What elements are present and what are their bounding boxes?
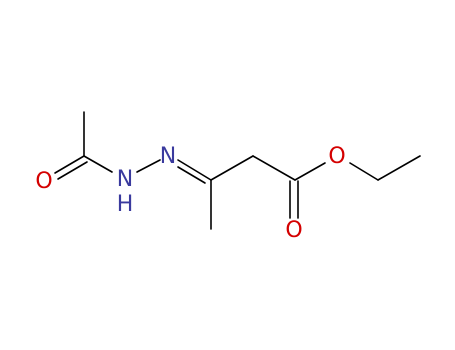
- oxygen-atom-acetyl: O: [35, 169, 52, 194]
- oxygen-atom-ester: O: [328, 144, 345, 169]
- bond-imine-nitrogen-to-carbon-1: [177, 159, 212, 181]
- bond-acetyl-carbon-to-oxygen-1: [54, 155, 85, 174]
- oxygen-atom-carbonyl: O: [285, 218, 302, 243]
- bond-ethyl-carbon-to-methyl: [377, 155, 421, 181]
- nitrogen-atom-imine: N: [160, 144, 176, 169]
- bond-nitrogen-to-nitrogen: [136, 159, 161, 173]
- bond-imine-carbon-to-methylene: [210, 155, 254, 181]
- bond-ester-carbon-to-ester-oxygen: [294, 162, 326, 181]
- bond-acetyl-carbon-to-oxygen-2: [57, 161, 88, 180]
- bond-ester-oxygen-to-ethyl-carbon: [349, 162, 379, 181]
- bond-imine-nitrogen-to-carbon-2: [177, 166, 206, 184]
- bond-methylene-to-ester-carbon: [252, 155, 296, 181]
- nitrogen-atom-amide: N: [117, 167, 133, 192]
- hydrogen-atom-amide: H: [117, 192, 134, 217]
- bond-acetyl-carbon-to-nitrogen: [83, 155, 113, 173]
